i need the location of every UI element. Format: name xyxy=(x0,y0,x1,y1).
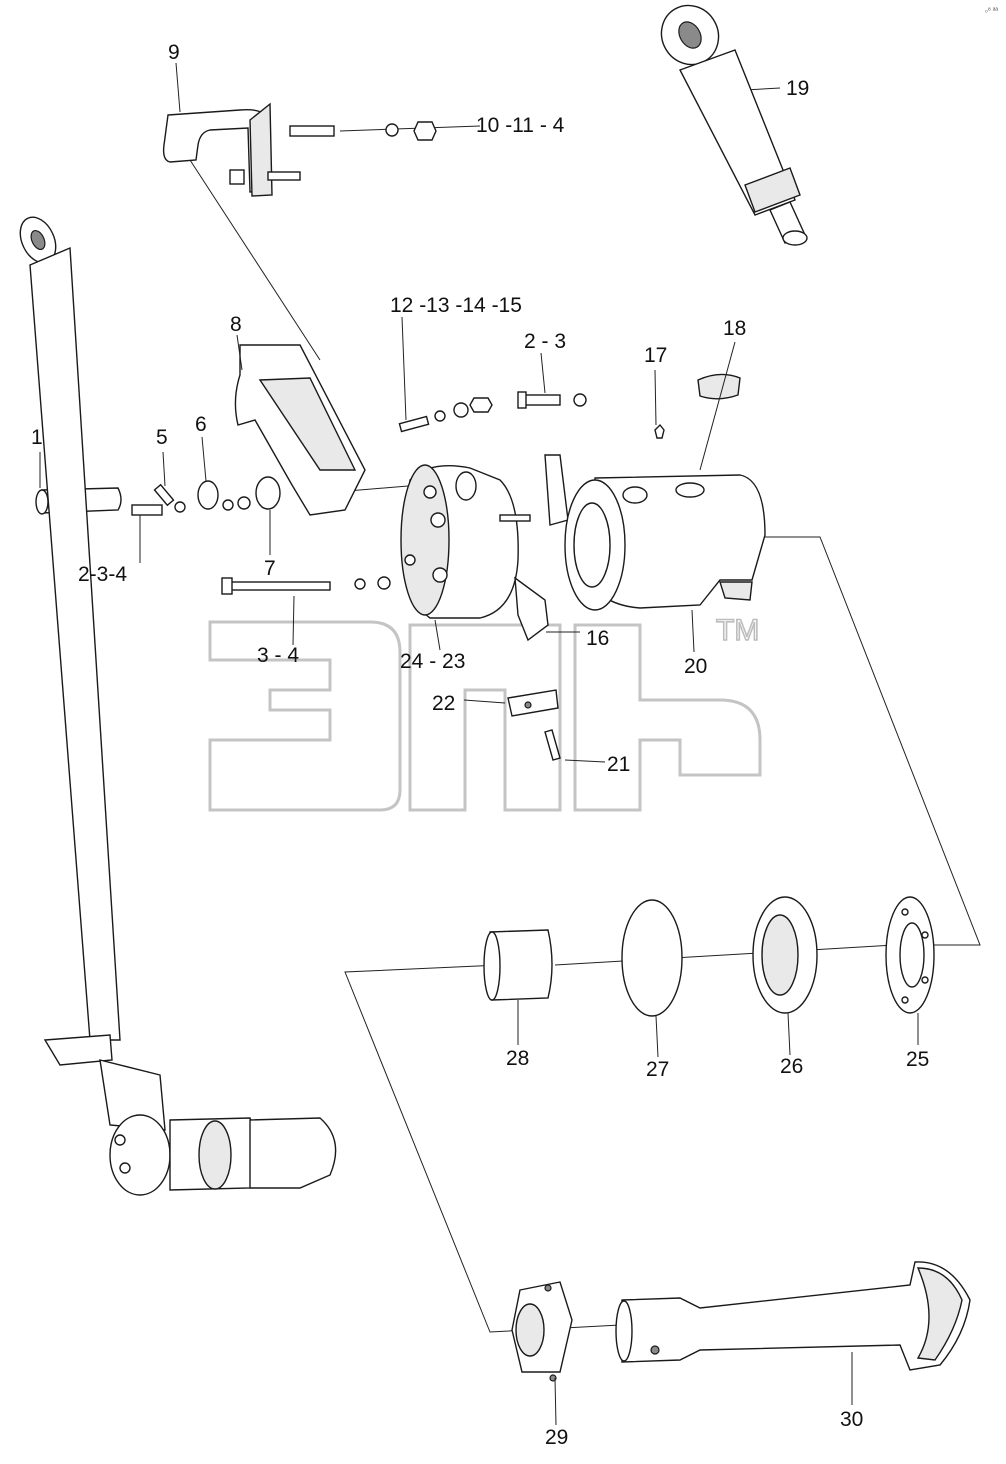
part-24-23-housing xyxy=(400,464,549,642)
assembled-view xyxy=(19,216,337,1196)
callout-8: 8 xyxy=(230,313,242,336)
part-28-sleeve xyxy=(483,929,553,1001)
callout-29: 29 xyxy=(545,1426,568,1449)
callout-2-3: 2 - 3 xyxy=(524,330,566,353)
callout-27: 27 xyxy=(646,1058,669,1081)
callout-1: 1 xyxy=(31,426,43,449)
callout-30: 30 xyxy=(840,1408,863,1431)
callout-10-11-4: 10 -11 - 4 xyxy=(476,114,565,137)
callout-26: 26 xyxy=(780,1055,803,1078)
callout-24-23: 24 - 23 xyxy=(400,650,465,673)
callout-3-4: 3 - 4 xyxy=(257,644,299,667)
callout-19: 19 xyxy=(786,77,809,100)
callout-25: 25 xyxy=(906,1048,929,1071)
part-29-clamp xyxy=(511,1281,573,1382)
callout-5: 5 xyxy=(156,426,168,449)
part-30-shaft xyxy=(615,1261,971,1371)
callout-28: 28 xyxy=(506,1047,529,1070)
leader-lines xyxy=(39,62,919,1426)
callout-17: 17 xyxy=(644,344,667,367)
part-22-21-key-pin xyxy=(507,689,561,761)
callout-labels: 1 2-3-4 5 6 7 8 9 10 -11 - 4 12 -13 -14 … xyxy=(31,41,929,1449)
part-25-plate xyxy=(885,896,935,1014)
part-26-seal xyxy=(752,896,818,1014)
callout-2-3-4: 2-3-4 xyxy=(78,563,127,586)
part-12-15-fasteners xyxy=(398,391,587,433)
part-5-6-7-small-parts xyxy=(131,476,281,516)
callout-20: 20 xyxy=(684,655,707,678)
part-27-cap xyxy=(621,899,683,1017)
part-8-arm xyxy=(234,344,366,516)
part-20-body xyxy=(544,373,766,611)
part-9-bracket xyxy=(162,102,437,197)
callout-21: 21 xyxy=(607,753,630,776)
corner-mark: ₀⁸ ᵃᵃ xyxy=(985,7,998,14)
callout-9: 9 xyxy=(168,41,180,64)
callout-12-13-14-15: 12 -13 -14 -15 xyxy=(390,294,522,317)
part-19-cylinder xyxy=(660,4,808,246)
callout-7: 7 xyxy=(264,557,276,580)
callout-22: 22 xyxy=(432,692,455,715)
callout-6: 6 xyxy=(195,413,207,436)
watermark-logo: TM xyxy=(208,613,762,812)
long-bolt xyxy=(221,576,391,595)
trademark-mark: TM xyxy=(716,614,759,647)
callout-18: 18 xyxy=(723,317,746,340)
callout-16: 16 xyxy=(586,627,609,650)
